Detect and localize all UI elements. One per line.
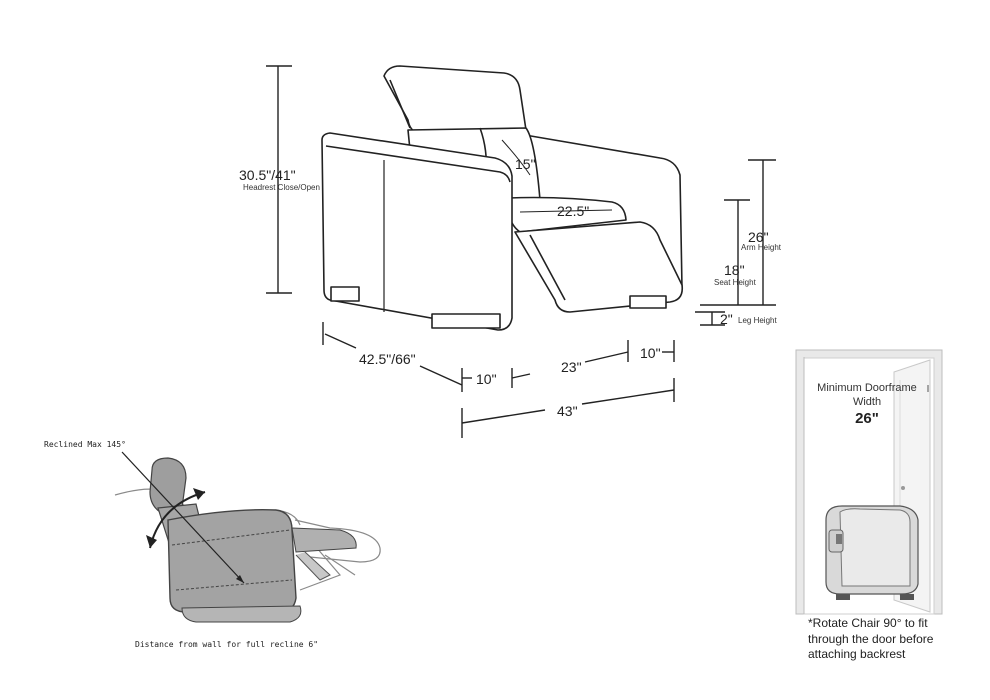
dim-arm-height-caption: Arm Height <box>741 243 782 252</box>
dim-depth: 42.5"/66" <box>359 351 416 367</box>
doorframe-title: Minimum Doorframe Width <box>817 382 917 408</box>
dim-arm-height: 26" <box>748 229 769 245</box>
dimension-lines <box>266 65 776 438</box>
doorframe-value: 26" <box>855 410 879 427</box>
doorframe-note: *Rotate Chair 90° to fit through the doo… <box>808 616 948 663</box>
dim-leg-height-caption: Leg Height <box>738 316 777 325</box>
dim-seat-height: 18" <box>724 262 745 278</box>
doorframe-illustration <box>795 349 943 615</box>
dim-seat-span: 23" <box>561 359 582 375</box>
recline-wall-note: Distance from wall for full recline 6" <box>135 640 319 649</box>
doorframe-note-text: Rotate Chair 90° to fit through the door… <box>808 616 934 662</box>
inner-measure-lines <box>501 139 613 213</box>
dim-height-headrest: 30.5"/41" <box>239 167 296 183</box>
dim-arm-left: 10" <box>476 371 497 387</box>
dim-leg-height: 2" <box>720 311 733 327</box>
doorframe-note-asterisk: * <box>808 616 813 630</box>
recliner-line-drawing <box>321 65 684 331</box>
dim-seat-height-caption: Seat Height <box>714 278 756 287</box>
recline-max-label: Reclined Max 145° <box>44 440 126 449</box>
dim-seat-width: 22.5" <box>557 203 590 219</box>
recline-chair-drawing <box>114 451 381 623</box>
dim-headrest-depth: 15" <box>515 156 536 172</box>
dim-overall-width: 43" <box>557 403 578 419</box>
dim-arm-right: 10" <box>640 345 661 361</box>
dim-height-headrest-caption: Headrest Close/Open <box>243 183 320 192</box>
